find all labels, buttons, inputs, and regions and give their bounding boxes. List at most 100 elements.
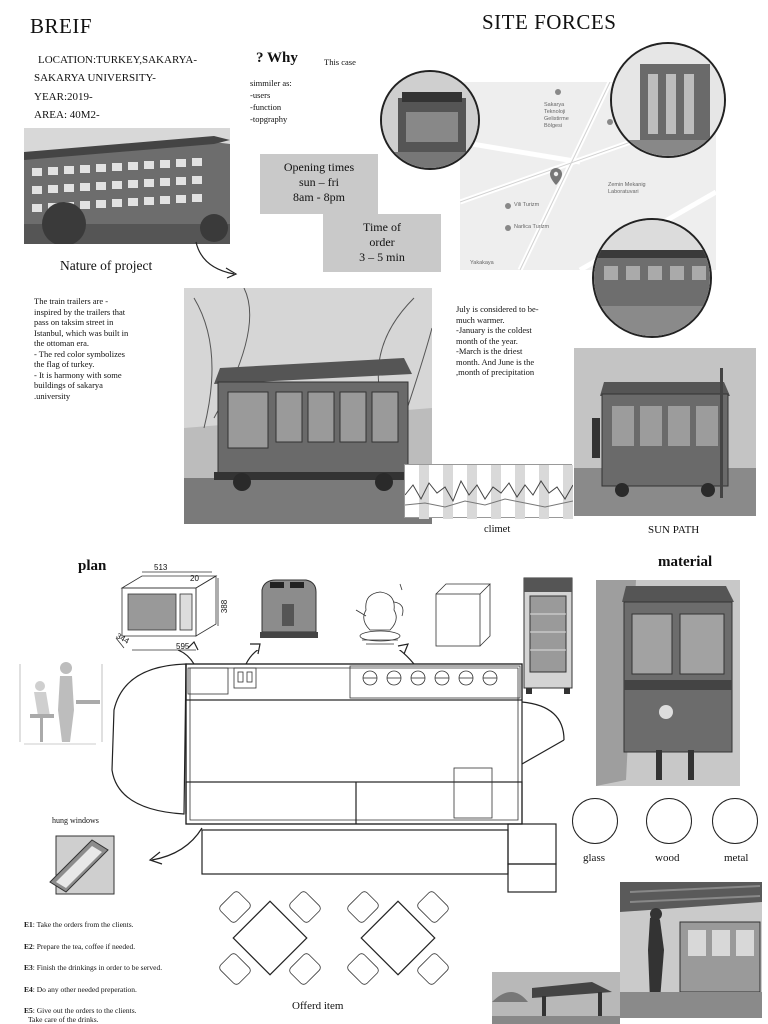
- kettle-arrow-icon: [397, 643, 409, 655]
- plan-arrows-icon: [187, 640, 261, 655]
- hung-window-icon: [49, 835, 115, 895]
- brief-location: LOCATION:TURKEY,SAKARYA-: [38, 54, 198, 66]
- nature-line: inspired by the trailers that: [34, 306, 126, 317]
- step-text: Take care of the drinks.: [28, 1015, 99, 1024]
- sun-path-photo: [574, 348, 756, 516]
- site-photo-tower: [610, 42, 726, 158]
- climate-line: much warmer.: [456, 314, 505, 325]
- site-forces-title: SITE FORCES: [482, 10, 617, 34]
- material-glass-label: glass: [583, 852, 605, 864]
- brief-title: BREIF: [30, 14, 93, 38]
- material-wood-label: wood: [655, 852, 680, 864]
- nature-line: the ottoman era.: [34, 338, 89, 348]
- order-time-value: 3 – 5 min: [359, 250, 405, 264]
- map-label-teknoloji: Sakarya Teknoloji Gelistirme Bölgesi: [544, 102, 569, 130]
- brief-area: AREA: 40M2-: [34, 109, 100, 121]
- map-label: Bölgesi: [544, 123, 563, 129]
- nature-line: - It is harmony with some: [34, 369, 122, 380]
- glass-cabinet-icon: [435, 583, 491, 647]
- map-label: Zemin Mekanig: [608, 182, 646, 188]
- interior-photo: [620, 882, 762, 1018]
- nature-line: Istanbul, which was built in: [34, 327, 129, 338]
- why-heading: ? Why: [256, 50, 298, 66]
- material-trailer-photo: [596, 580, 740, 786]
- climate-line: month. And June is the: [456, 356, 535, 367]
- opening-times-box: Opening times sun – fri 8am - 8pm: [260, 154, 378, 214]
- trailer-photo: [184, 288, 432, 524]
- climate-line: -January is the coldest: [456, 325, 532, 335]
- material-wood-swatch: [646, 798, 692, 844]
- nature-line: - The red color symbolizes: [34, 348, 125, 359]
- step-code: E5: [24, 1006, 33, 1015]
- brief-university: SAKARYA UNIVERSITY-: [34, 72, 156, 84]
- dim-base: 595: [176, 642, 190, 651]
- nature-text: The train trailers are - inspired by the…: [34, 296, 184, 401]
- climate-chart: [404, 464, 574, 519]
- steps-list: E1: Take the orders from the clients. E2…: [24, 920, 244, 1024]
- nature-title: Nature of project: [60, 258, 153, 273]
- climate-text: July is considered to be- much warmer. -…: [456, 304, 576, 378]
- order-time-line1: Time of: [363, 220, 401, 234]
- map-label-narlica: Narlica Turizm: [514, 224, 550, 230]
- table-set-right-icon: [347, 891, 449, 985]
- microwave-icon: [115, 571, 219, 651]
- why-item-topography: -topgraphy: [250, 114, 288, 124]
- site-photo-faculty: [592, 218, 712, 338]
- kettle-icon: [355, 583, 404, 645]
- step-item: E2: Prepare the tea, coffee if needed.: [24, 942, 244, 964]
- why-item-function: -function: [250, 102, 282, 112]
- map-label: Gelistirme: [544, 116, 569, 122]
- opening-times-title: Opening times: [283, 160, 355, 174]
- university-building-photo: [24, 128, 230, 244]
- nature-line: the flag of turkey.: [34, 359, 95, 369]
- dim-height: 388: [220, 599, 230, 614]
- opening-times-days: sun – fri: [299, 175, 339, 189]
- climate-line: July is considered to be-: [456, 304, 539, 314]
- step-item: E3: Finish the drinkings in order to be …: [24, 963, 244, 985]
- brief-year: YEAR:2019-: [34, 91, 93, 103]
- nature-line: pass on taksim street in: [34, 317, 114, 327]
- arrow-to-trailer-icon: [195, 241, 238, 279]
- toaster-icon: [260, 579, 318, 638]
- step-item: E5: Give out the orders to the clients.: [24, 1006, 244, 1015]
- step-code: E3: [24, 963, 33, 972]
- why-similar: simmiler as:: [250, 78, 292, 88]
- step-text: : Do any other needed preperation.: [32, 984, 137, 994]
- outdoor-seating-photo: [492, 972, 620, 1024]
- dim-width: 513: [154, 563, 168, 572]
- material-metal-label: metal: [724, 852, 749, 864]
- nature-line: buildings of sakarya: [34, 380, 103, 390]
- why-item-users: -users: [250, 90, 271, 100]
- dim-top: 20: [190, 574, 199, 583]
- step-text: : Prepare the tea, coffee if needed.: [32, 941, 136, 951]
- plan-title: plan: [78, 558, 107, 574]
- step-code: E4: [24, 984, 33, 994]
- nature-line: .university: [34, 390, 71, 401]
- climate-line: -March is the driest: [456, 346, 523, 356]
- material-glass-swatch: [572, 798, 618, 844]
- order-time-line2: order: [369, 235, 395, 249]
- map-label-zemin: Zemin Mekanig Laboratuvari: [608, 182, 646, 196]
- map-label: Teknoloji: [544, 109, 566, 115]
- step-code: E1: [24, 920, 33, 929]
- offered-item-label: Offerd item: [292, 1000, 344, 1012]
- map-label-yakakaya: Yakakaya: [470, 260, 494, 266]
- step-text: : Take the orders from the clients.: [32, 920, 134, 929]
- sun-path-label: SUN PATH: [648, 524, 700, 536]
- site-photo-entrance: [380, 70, 480, 170]
- material-title: material: [658, 554, 713, 570]
- step-text: : Give out the orders to the clients.: [32, 1006, 137, 1015]
- nature-line: The train trailers are -: [34, 296, 109, 306]
- hung-windows-label: hung windows: [52, 816, 99, 825]
- climate-line: month of the year.: [456, 335, 518, 346]
- step-item: E1: Take the orders from the clients.: [24, 920, 244, 942]
- map-label-vili: Vili Turizm: [514, 202, 540, 208]
- why-case: This case: [324, 57, 356, 67]
- step-item: Take care of the drinks.: [24, 1015, 244, 1024]
- map-label: Sakarya: [544, 102, 565, 108]
- order-time-box: Time of order 3 – 5 min: [323, 214, 441, 272]
- climate-label: climet: [484, 524, 511, 535]
- climate-line: ,month of precipitation: [456, 367, 535, 377]
- opening-times-hours: 8am - 8pm: [293, 190, 345, 204]
- ergonomics-icon: [19, 662, 103, 745]
